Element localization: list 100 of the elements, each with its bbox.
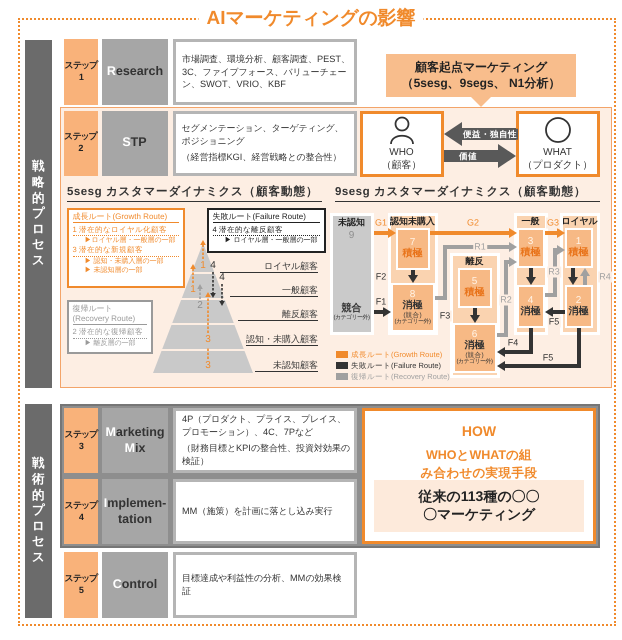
edge-label: 価値 <box>458 150 478 162</box>
segment-column <box>560 212 600 334</box>
route-title: 復帰ルート (Recovery Route) <box>72 304 146 326</box>
step-tag: ステップ 5 <box>64 552 98 618</box>
level-label: 離反顧客 <box>238 308 318 321</box>
route-box <box>206 208 326 252</box>
arrow <box>435 243 517 300</box>
process-band: 戦略的プロセス <box>25 40 52 388</box>
route-number: 3 <box>205 361 211 371</box>
edge-label: F5 <box>542 352 554 364</box>
segment-number: 9 <box>348 230 354 241</box>
section-heading: 5sesg カスタマーダイナミクス（顧客動態） <box>67 184 322 202</box>
route-number: 1 <box>200 261 206 271</box>
step-tag: ステップ 1 <box>64 39 98 105</box>
arrow <box>497 328 581 370</box>
segment-box <box>564 284 592 328</box>
description-text: 4P（プロダクト、プライス、プレイス、プロモーション）、4C、7Pなど <box>182 413 348 439</box>
panel <box>60 107 612 388</box>
segment-number: 1 <box>576 236 582 247</box>
step-tag: ステップ 4 <box>64 479 98 544</box>
arrow <box>545 229 565 237</box>
block-arrow <box>444 147 516 165</box>
segment-box <box>390 282 434 332</box>
step-title: Marketing Mix <box>102 408 168 473</box>
column-heading: ロイヤル <box>562 216 598 226</box>
edge-label: F2 <box>374 272 388 282</box>
edge-label: R4 <box>598 272 612 282</box>
segment-state: 積極 <box>568 247 588 259</box>
segment-box <box>396 228 430 270</box>
route-number: 4 <box>210 261 216 271</box>
arrow <box>545 308 565 316</box>
actor-box <box>360 110 444 176</box>
segment-number: 3 <box>528 236 534 247</box>
segment-state: 積極 <box>402 248 422 260</box>
arrow <box>497 258 517 337</box>
route-number: 1 <box>190 285 196 295</box>
column-heading: 離反 <box>466 256 484 266</box>
arrow <box>471 308 479 323</box>
segment-number: 6 <box>472 329 478 340</box>
step-tag: ステップ 2 <box>64 110 98 176</box>
segment-state: 消極 <box>402 300 422 312</box>
segment-number: 2 <box>576 294 582 306</box>
description-text: （財務目標とKPIの整合性、投資対効果の検証） <box>182 442 350 468</box>
arrow <box>409 270 417 283</box>
edge-label: G2 <box>466 218 480 228</box>
route-box <box>66 208 184 288</box>
segment-column <box>450 252 500 378</box>
segment-number: 5 <box>472 276 478 287</box>
panel <box>60 404 600 548</box>
actor-label: WHO （顧客） <box>382 146 422 172</box>
arrow <box>374 229 396 237</box>
route-number: 4 <box>219 273 225 283</box>
description-box <box>173 408 357 473</box>
actor-label: WHAT （プロダクト） <box>522 146 592 172</box>
segment-column <box>330 212 374 334</box>
callout-text: 顧客起点マーケティング（5sesg、9segs、 N1分析） <box>400 58 562 92</box>
arrow <box>569 268 577 285</box>
edge-label: R1 <box>473 242 487 252</box>
edge-label: F5 <box>548 316 560 328</box>
segment-state: 競合 <box>342 302 362 314</box>
edge-label: G1 <box>374 218 388 228</box>
section-heading: 9sesg カスタマーダイナミクス（顧客動態） <box>335 184 600 202</box>
edge-label: F3 <box>438 310 452 322</box>
block-arrow <box>444 125 516 143</box>
segment-box <box>564 228 592 268</box>
segment-number: 7 <box>410 237 416 248</box>
segment-state: 積極 <box>520 247 540 259</box>
segment-state: 積極 <box>464 287 484 299</box>
description-box: 市場調査、環境分析、顧客調査、PEST、3C、ファイブフォース、バリューチェーン、SWOT、VRIO、KBF <box>173 39 357 105</box>
step-title: Research <box>102 39 168 105</box>
process-band: 戦術的プロセス <box>25 404 52 618</box>
edge-label: G3 <box>546 218 560 228</box>
segment-number: 8 <box>410 288 416 300</box>
edge-label: F4 <box>506 338 520 348</box>
edge-label: R3 <box>547 266 561 278</box>
segment-column <box>388 212 438 334</box>
level-label: 未認知顧客 <box>255 359 318 372</box>
segment-state: 消極 <box>464 340 484 352</box>
description-box: MM（施策）を計画に落とし込み実行 <box>173 479 357 544</box>
segment-box <box>452 322 496 372</box>
arrow <box>374 308 391 316</box>
how-box <box>362 408 596 544</box>
column-heading: 未認知 <box>338 216 365 227</box>
marketing-box: 従来の113種の〇〇〇マーケティング <box>374 480 584 532</box>
arrow <box>430 229 517 237</box>
segment-number: 4 <box>528 294 534 306</box>
column-heading: 認知未購入 <box>390 216 435 226</box>
route-title: 失敗ルート(Failure Route) <box>212 212 320 223</box>
segment-state: 消極 <box>568 306 588 318</box>
segment-box <box>458 268 492 308</box>
how-heading: HOW <box>462 423 496 439</box>
segment-column <box>514 212 548 334</box>
actor-box <box>516 110 600 176</box>
description-text: セグメンテーション、ターゲティング、ポジショニング <box>182 122 344 148</box>
segment-box <box>516 284 544 328</box>
column-heading: 一般 <box>522 216 540 226</box>
description-box: 目標達成や利益性の分析、MMの効果検証 <box>173 552 357 618</box>
arrow <box>527 268 535 285</box>
description-text: （経営指標KGI、経営戦略との整合性） <box>182 150 342 164</box>
step-title: STP <box>102 110 168 176</box>
